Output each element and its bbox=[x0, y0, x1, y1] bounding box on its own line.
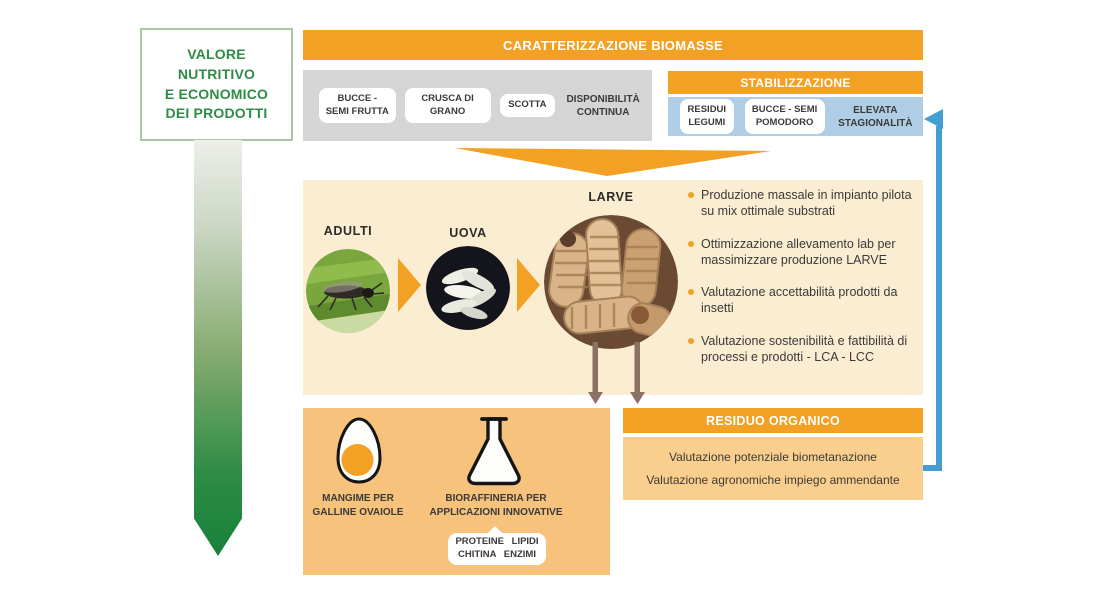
value-panel-line: E ECONOMICO bbox=[164, 85, 269, 102]
biomass-chip: CRUSCA DI GRANO bbox=[404, 88, 491, 123]
list-item: Valutazione accettabilità prodotti da in… bbox=[688, 284, 928, 317]
list-item: Valutazione sostenibilità e fattibilità … bbox=[688, 333, 928, 366]
biomass-chip: BUCCE - SEMI FRUTTA bbox=[319, 88, 396, 123]
stage-arrow-icon bbox=[398, 258, 421, 312]
flask-product-label: BIORAFFINERIA PER APPLICAZIONI INNOVATIV… bbox=[429, 493, 563, 518]
bubble-pointer-icon bbox=[486, 526, 504, 535]
residue-panel: Valutazione potenziale biometanazione Va… bbox=[623, 437, 923, 500]
list-item-text: Produzione massale in impianto pilota su… bbox=[701, 188, 912, 219]
value-panel-line: VALORE bbox=[187, 45, 246, 62]
value-panel-line: DEI PRODOTTI bbox=[165, 105, 268, 122]
list-item-text: Ottimizzazione allevamento lab per massi… bbox=[701, 236, 896, 267]
value-panel: VALORE NUTRITIVO E ECONOMICO DEI PRODOTT… bbox=[140, 28, 293, 141]
bullet-icon bbox=[688, 289, 694, 295]
egg-icon bbox=[334, 416, 384, 491]
biorefinery-outputs-bubble: PROTEINE LIPIDI CHITINA ENZIMI bbox=[448, 533, 546, 565]
residue-banner: RESIDUO ORGANICO bbox=[623, 408, 923, 433]
green-gradient-down-arrow bbox=[194, 140, 242, 556]
seasonal-biomass-panel: RESIDUI LEGUMI BUCCE - SEMI POMODORO ELE… bbox=[668, 97, 923, 136]
biomass-chip: RESIDUI LEGUMI bbox=[680, 99, 734, 134]
activities-list: Produzione massale in impianto pilota su… bbox=[688, 187, 928, 381]
stabilization-banner: STABILIZZAZIONE bbox=[668, 71, 923, 94]
availability-note: DISPONIBILITÀ CONTINUA bbox=[566, 93, 640, 118]
characterization-banner: CARATTERIZZAZIONE BIOMASSE bbox=[303, 30, 923, 60]
bullet-icon bbox=[688, 240, 694, 247]
seasonality-note: ELEVATA STAGIONALITÀ bbox=[838, 104, 913, 129]
list-item: Ottimizzazione allevamento lab per massi… bbox=[688, 236, 928, 269]
flask-icon bbox=[462, 414, 526, 495]
bullet-icon bbox=[688, 192, 694, 198]
list-item-text: Valutazione accettabilità prodotti da in… bbox=[701, 285, 898, 316]
stage-label-adulti: ADULTI bbox=[323, 224, 373, 238]
list-item: Produzione massale in impianto pilota su… bbox=[688, 187, 928, 220]
value-panel-line: NUTRITIVO bbox=[177, 65, 256, 82]
adult-insect-photo bbox=[306, 249, 390, 333]
funnel-down-arrow bbox=[455, 148, 771, 176]
continuous-biomass-panel: BUCCE - SEMI FRUTTA CRUSCA DI GRANO SCOT… bbox=[303, 70, 652, 141]
residue-line: Valutazione potenziale biometanazione bbox=[669, 450, 877, 464]
stage-label-larve: LARVE bbox=[588, 190, 634, 204]
egg-product-label: MANGIME PER GALLINE OVAIOLE bbox=[312, 493, 404, 518]
stage-label-uova: UOVA bbox=[449, 226, 487, 240]
list-item-text: Valutazione sostenibilità e fattibilità … bbox=[701, 333, 908, 364]
biomass-chip: SCOTTA bbox=[499, 94, 556, 117]
eggs-photo bbox=[426, 246, 510, 330]
bubble-line: CHITINA ENZIMI bbox=[457, 549, 536, 560]
larvae-photo bbox=[544, 215, 678, 349]
bullet-icon bbox=[688, 337, 694, 344]
stage-arrow-icon bbox=[517, 258, 540, 312]
bubble-line: PROTEINE LIPIDI bbox=[455, 536, 539, 548]
residue-line: Valutazione agronomiche impiego ammendan… bbox=[646, 473, 900, 487]
biomass-chip: BUCCE - SEMI POMODORO bbox=[744, 99, 825, 134]
